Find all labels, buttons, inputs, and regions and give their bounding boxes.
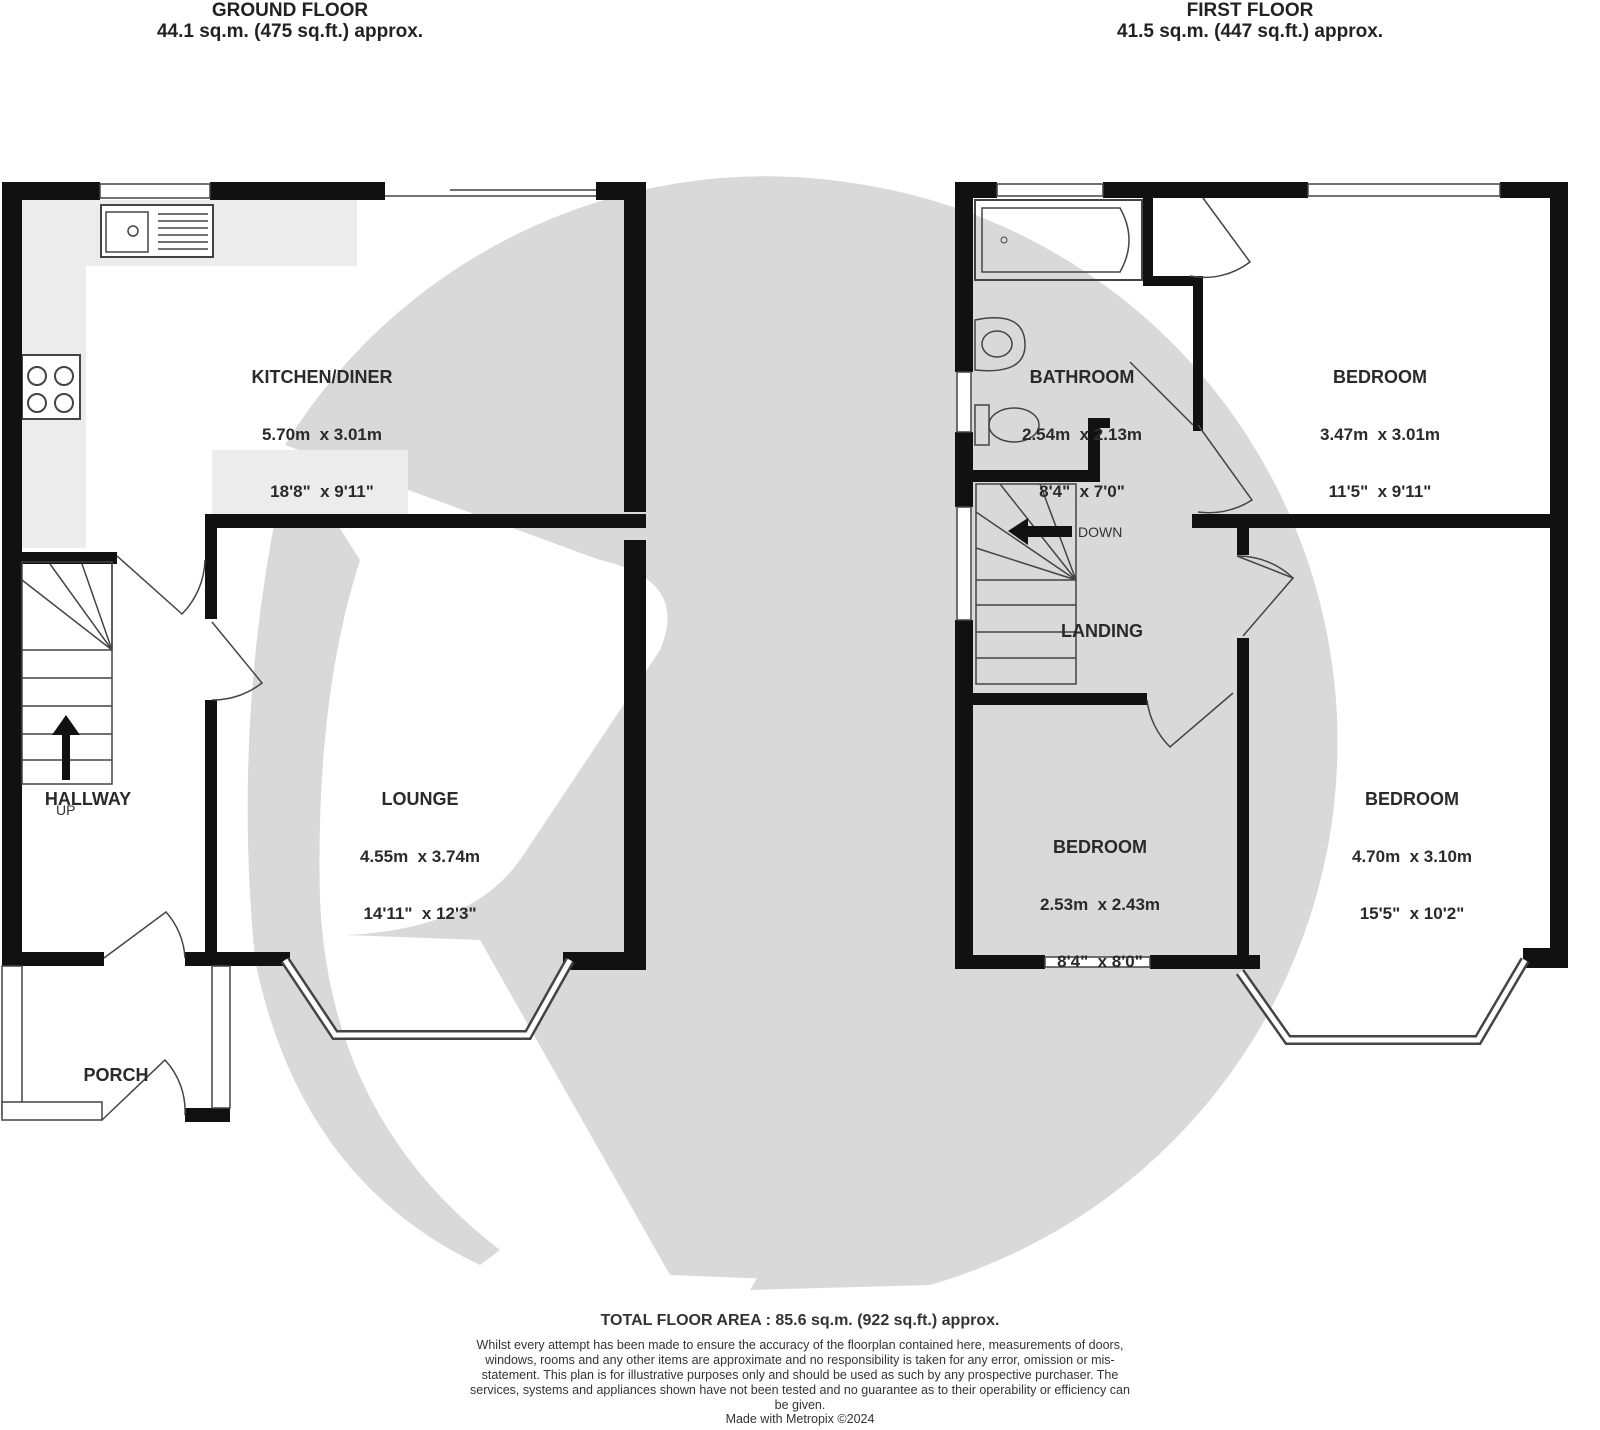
room-name: BEDROOM (1053, 837, 1147, 857)
room-label-kitchen: KITCHEN/DINER 5.70m x 3.01m 18'8" x 9'11… (251, 330, 392, 520)
disclaimer-text: Whilst every attempt has been made to en… (470, 1338, 1130, 1412)
room-name: LOUNGE (381, 789, 459, 809)
room-metric: 4.55m x 3.74m (359, 847, 481, 866)
room-metric: 4.70m x 3.10m (1351, 847, 1473, 866)
first-floor-plan (955, 182, 1568, 1045)
room-label-lounge: LOUNGE 4.55m x 3.74m 14'11" x 12'3" (360, 752, 480, 942)
stairs-down-label: DOWN (1078, 524, 1123, 540)
room-imperial: 15'5" x 10'2" (1359, 904, 1465, 923)
room-metric: 3.47m x 3.01m (1319, 425, 1441, 444)
made-with-credit: Made with Metropix ©2024 (725, 1412, 875, 1426)
room-label-bedroom-rear: BEDROOM 3.47m x 3.01m 11'5" x 9'11" (1320, 330, 1440, 520)
ground-floor-title: GROUND FLOOR (211, 0, 369, 21)
ground-floor-area: 44.1 sq.m. (475 sq.ft.) approx. (156, 21, 424, 42)
first-floor-area: 41.5 sq.m. (447 sq.ft.) approx. (1116, 21, 1384, 42)
watermark-logo (247, 176, 1338, 1290)
room-name: HALLWAY (44, 789, 132, 809)
first-floor-heading: FIRST FLOOR 41.5 sq.m. (447 sq.ft.) appr… (1080, 0, 1420, 42)
room-metric: 2.53m x 2.43m (1039, 895, 1161, 914)
room-name: KITCHEN/DINER (251, 367, 393, 387)
room-label-bathroom: BATHROOM 2.54m x 2.13m 8'4" x 7'0" (1022, 330, 1142, 520)
room-label-landing: LANDING (1061, 584, 1143, 660)
room-imperial: 11'5" x 9'11" (1328, 482, 1432, 501)
room-label-porch: PORCH (83, 1028, 148, 1104)
room-label-bedroom-front: BEDROOM 4.70m x 3.10m 15'5" x 10'2" (1352, 752, 1472, 942)
room-name: PORCH (83, 1065, 149, 1085)
ground-floor-heading: GROUND FLOOR 44.1 sq.m. (475 sq.ft.) app… (130, 0, 450, 42)
room-name: BATHROOM (1029, 367, 1135, 387)
ground-floor-plan (1, 182, 646, 1122)
stairs-up-label: UP (56, 802, 76, 818)
total-floor-area: TOTAL FLOOR AREA : 85.6 sq.m. (922 sq.ft… (600, 1312, 1000, 1329)
first-floor-title: FIRST FLOOR (1186, 0, 1314, 21)
room-imperial: 8'4" x 8'0" (1057, 952, 1143, 971)
room-label-bedroom-small: BEDROOM 2.53m x 2.43m 8'4" x 8'0" (1040, 800, 1160, 990)
room-name: BEDROOM (1333, 367, 1427, 387)
room-imperial: 8'4" x 7'0" (1039, 482, 1125, 501)
room-metric: 5.70m x 3.01m (261, 425, 383, 444)
room-name: LANDING (1061, 621, 1143, 641)
room-name: BEDROOM (1365, 789, 1459, 809)
room-imperial: 18'8" x 9'11" (270, 482, 374, 501)
room-label-hallway: HALLWAY (45, 752, 131, 828)
room-imperial: 14'11" x 12'3" (363, 904, 477, 923)
room-metric: 2.54m x 2.13m (1021, 425, 1143, 444)
